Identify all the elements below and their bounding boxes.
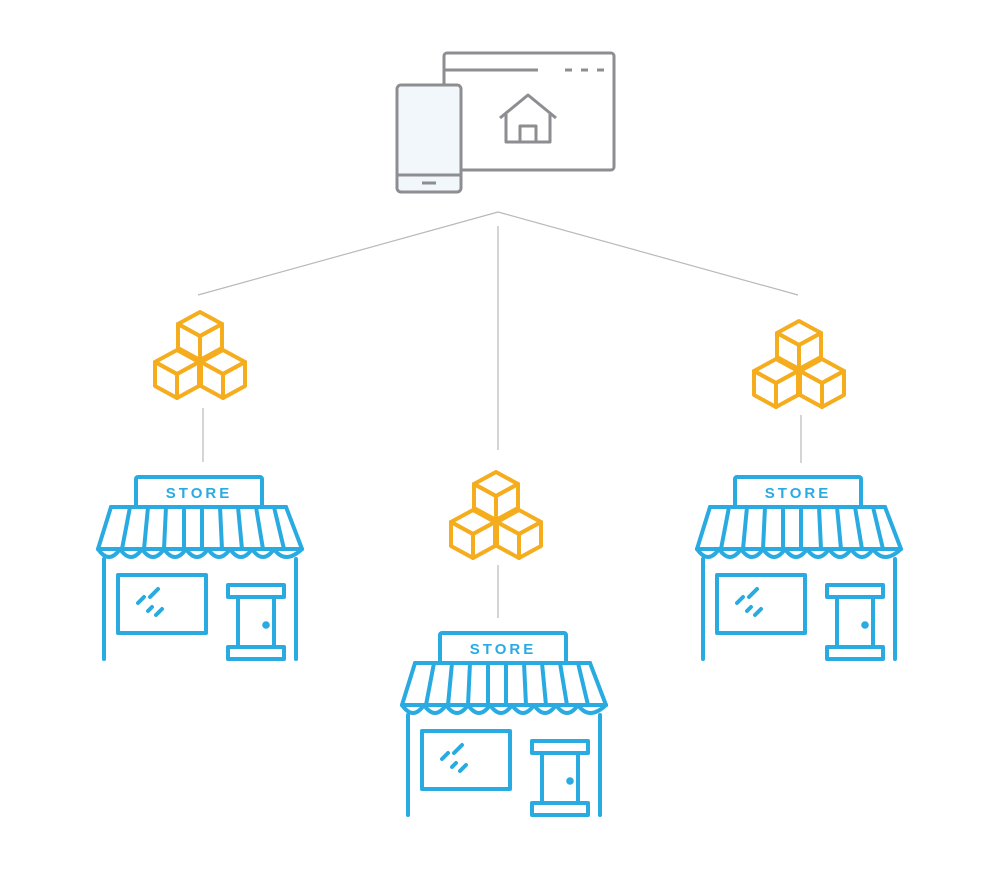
boxes-stack-icon xyxy=(754,321,844,407)
connector-hub-right xyxy=(497,211,799,296)
connector-hub-left xyxy=(197,211,499,296)
boxes-stack-icon xyxy=(155,312,245,398)
storefront-icon xyxy=(400,631,608,817)
boxes-stack-icon xyxy=(451,472,541,558)
storefront-icon xyxy=(695,475,903,661)
connector-lines xyxy=(197,211,802,618)
device-browser-home-icon xyxy=(395,51,616,194)
store-label: STORE xyxy=(765,485,831,502)
home-icon xyxy=(499,93,557,144)
store-label: STORE xyxy=(470,641,536,658)
tablet-icon xyxy=(395,83,463,194)
browser-window-icon xyxy=(442,51,616,172)
storefront-icon xyxy=(96,475,304,661)
store-label: STORE xyxy=(166,485,232,502)
